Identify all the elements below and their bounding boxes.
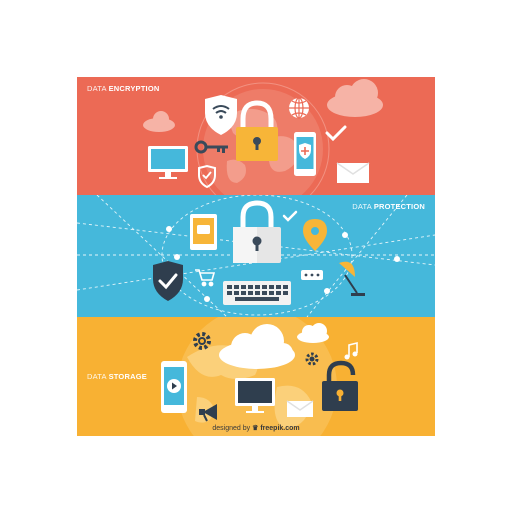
label-bold: ENCRYPTION xyxy=(108,84,160,93)
cloud-small-icon xyxy=(143,111,175,132)
envelope-icon xyxy=(336,162,370,183)
monitor-icon xyxy=(148,146,188,179)
smartphone-play-icon xyxy=(161,361,187,413)
envelope-icon xyxy=(286,400,314,417)
label-bold: STORAGE xyxy=(108,372,147,381)
open-padlock-icon xyxy=(322,360,358,411)
satellite-dish-icon xyxy=(339,261,365,296)
banner-title-storage: DATA STORAGE xyxy=(87,372,147,381)
gear-small-icon xyxy=(305,352,319,366)
smartphone-shield-icon xyxy=(294,132,316,176)
storage-illustration xyxy=(161,317,358,436)
cloud-icon xyxy=(327,79,383,117)
label-light: DATA xyxy=(352,202,372,211)
protection-illustration xyxy=(77,195,435,317)
freepik-credit: designed by ♛ freepik.com xyxy=(77,424,435,432)
location-pin-icon xyxy=(303,219,327,251)
cloud-large-icon xyxy=(219,324,295,369)
shopping-cart-icon xyxy=(195,269,216,287)
web-globe-icon xyxy=(289,97,309,119)
check-icon xyxy=(325,125,347,142)
credit-brand: freepik.com xyxy=(260,425,300,432)
banner-title-encryption: DATA ENCRYPTION xyxy=(87,84,159,93)
network-nodes xyxy=(166,226,400,302)
banner-data-storage: DATA STORAGE designed by ♛ freepik.com xyxy=(77,317,435,436)
shield-check-icon xyxy=(198,164,216,189)
wifi-shield-icon xyxy=(205,95,237,135)
password-field-icon xyxy=(301,270,323,280)
cloud-small-icon xyxy=(297,323,329,343)
banner-data-protection: DATA PROTECTION xyxy=(77,195,435,317)
padlock-icon xyxy=(236,100,278,161)
credit-prefix: designed by xyxy=(212,425,251,432)
monitor-icon xyxy=(235,378,275,413)
banner-data-encryption: DATA ENCRYPTION xyxy=(77,77,435,195)
keyboard-icon xyxy=(223,281,291,305)
shield-check-icon xyxy=(153,261,183,301)
megaphone-icon xyxy=(199,404,217,422)
encryption-illustration xyxy=(143,79,383,195)
large-padlock-icon xyxy=(233,200,281,263)
key-icon xyxy=(194,140,228,154)
check-icon xyxy=(282,210,298,222)
gear-icon xyxy=(193,332,211,350)
credit-logo-icon: ♛ xyxy=(252,425,259,432)
label-light: DATA xyxy=(87,372,107,381)
label-light: DATA xyxy=(87,84,107,93)
music-note-icon xyxy=(344,341,358,360)
label-bold: PROTECTION xyxy=(373,202,425,211)
tablet-icon xyxy=(190,214,217,250)
banner-title-protection: DATA PROTECTION xyxy=(352,202,425,211)
